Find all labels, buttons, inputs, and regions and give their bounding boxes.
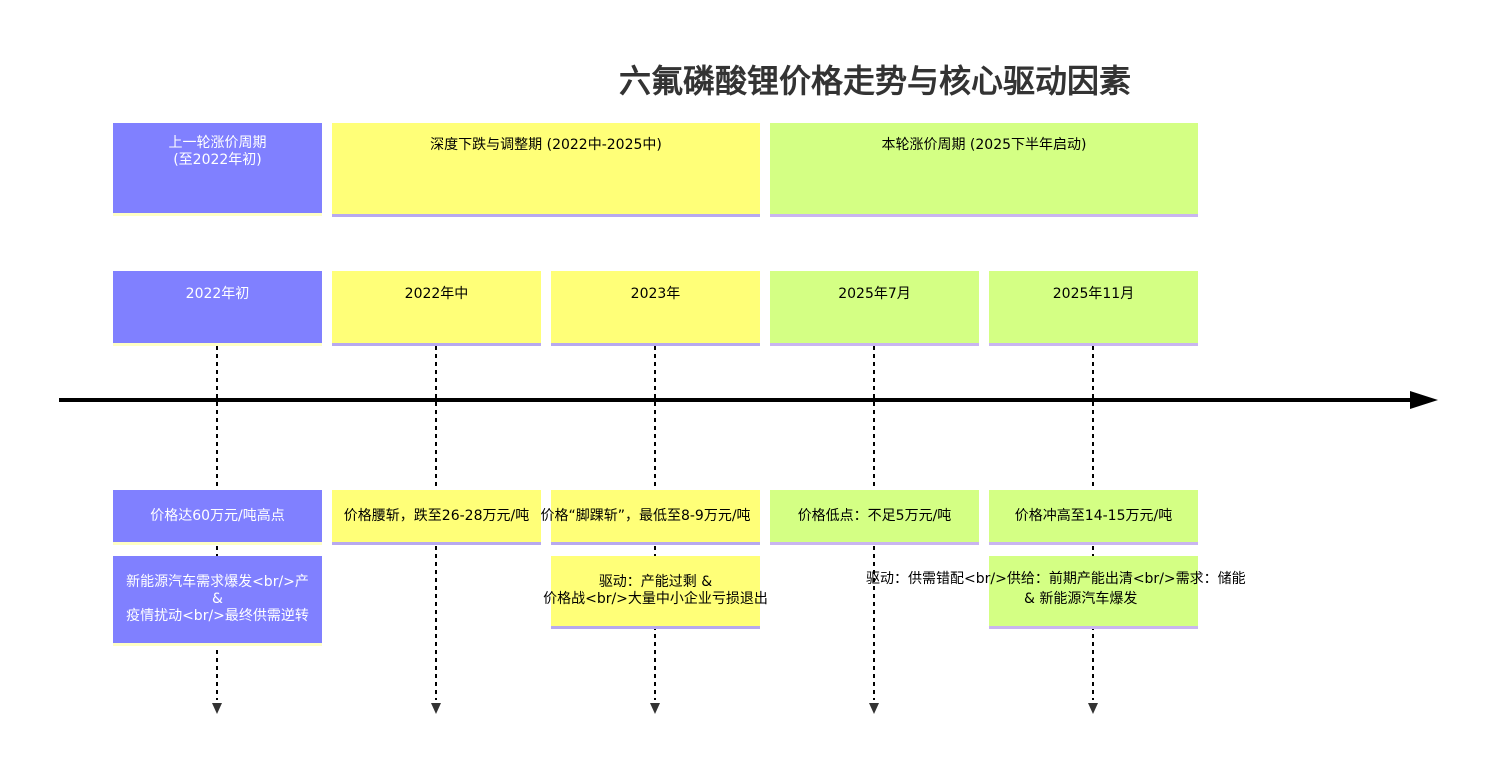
event-label: 价格达60万元/吨高点: [150, 507, 285, 524]
event-label: 价格冲高至14-15万元/吨: [1014, 507, 1173, 524]
lifeline-arrowhead: [869, 703, 879, 714]
period-label: 2022年中: [404, 286, 469, 302]
period-box: 2022年中: [332, 271, 541, 346]
driver-box: [989, 556, 1198, 629]
section-decline-period: 深度下跌与调整期 (2022中-2025中): [332, 123, 760, 217]
timeline-arrowhead: [1410, 391, 1438, 409]
section-current-cycle: 本轮涨价周期 (2025下半年启动): [770, 123, 1198, 217]
period-label: 2025年11月: [1052, 286, 1135, 302]
section-previous-cycle-line2: (至2022年初): [173, 152, 262, 168]
driver-box: 新能源汽车需求爆发<br/>产 & 疫情扰动<br/>最终供需逆转: [113, 556, 322, 646]
driver-text: 驱动：供需错配<br/>供给：前期产能出清<br/>需求：储能: [866, 571, 1246, 587]
event-box: 价格腰斩，跌至26-28万元/吨: [332, 490, 541, 545]
driver-line: 价格战<br/>大量中小企业亏损退出: [543, 591, 768, 607]
period-box: 2023年: [551, 271, 760, 346]
period-box: 2022年初: [113, 271, 322, 346]
section-decline-period-label: 深度下跌与调整期 (2022中-2025中): [430, 137, 662, 153]
driver-line: &: [212, 591, 223, 607]
period-label: 2025年7月: [838, 286, 911, 302]
event-label: 价格“脚踝斩”，最低至8-9万元/吨: [540, 507, 751, 524]
driver-text: & 新能源汽车爆发: [1024, 591, 1138, 607]
driver-box: 驱动：产能过剩 & 价格战<br/>大量中小企业亏损退出: [543, 556, 768, 629]
event-box: 价格冲高至14-15万元/吨: [989, 490, 1198, 545]
period-box: 2025年11月: [989, 271, 1198, 346]
lifeline-arrowhead: [212, 703, 222, 714]
event-box: 价格低点：不足5万元/吨: [770, 490, 979, 545]
event-box: 价格达60万元/吨高点: [113, 490, 322, 545]
driver-line: 疫情扰动<br/>最终供需逆转: [126, 608, 309, 624]
lifeline-arrowhead: [650, 703, 660, 714]
period-box: 2025年7月: [770, 271, 979, 346]
driver-line: 驱动：产能过剩 &: [598, 574, 713, 590]
lifeline-arrowhead: [1088, 703, 1098, 714]
period-label: 2023年: [630, 286, 681, 302]
event-box: 价格“脚踝斩”，最低至8-9万元/吨: [540, 490, 760, 545]
section-previous-cycle-line1: 上一轮涨价周期: [168, 135, 267, 151]
driver-line: 新能源汽车需求爆发<br/>产: [126, 574, 309, 590]
section-current-cycle-label: 本轮涨价周期 (2025下半年启动): [881, 137, 1087, 153]
lifeline-arrowhead: [431, 703, 441, 714]
period-label: 2022年初: [185, 286, 250, 302]
event-label: 价格低点：不足5万元/吨: [797, 507, 952, 524]
event-label: 价格腰斩，跌至26-28万元/吨: [343, 507, 530, 524]
section-previous-cycle: 上一轮涨价周期 (至2022年初): [113, 123, 322, 216]
diagram-title: 六氟磷酸锂价格走势与核心驱动因素: [618, 62, 1131, 100]
